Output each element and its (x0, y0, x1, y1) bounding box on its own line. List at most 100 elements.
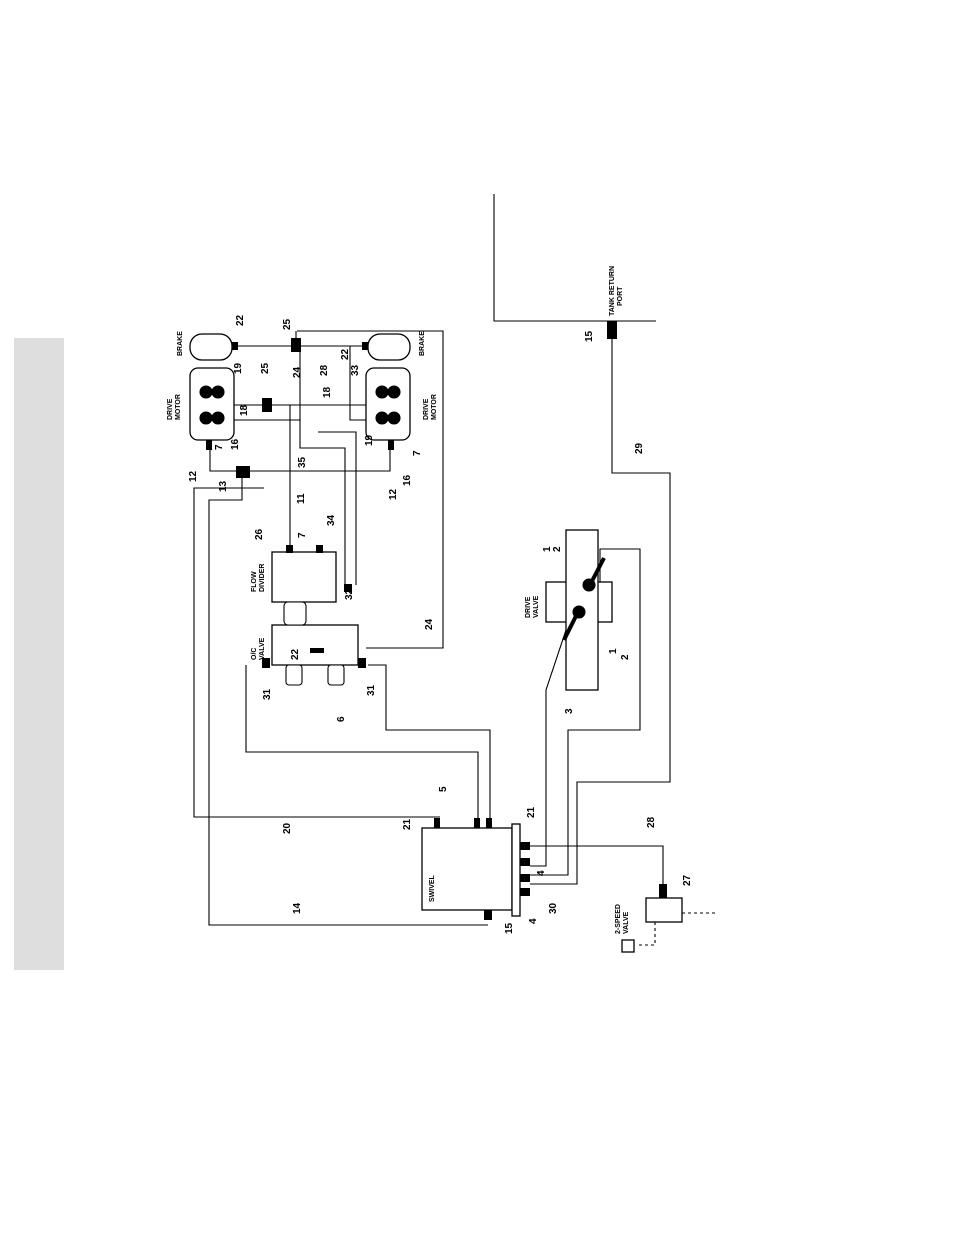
callout-7b: 7 (412, 450, 423, 456)
fitting-15b (484, 910, 492, 920)
label-tank-return-2: PORT (617, 286, 624, 306)
label-drive-valve-1: DRIVE (525, 596, 532, 618)
fitting-16b (388, 440, 394, 450)
label-two-speed-1: 2-SPEED (615, 904, 622, 934)
callout-24a: 24 (292, 366, 303, 378)
callout-3: 3 (564, 708, 575, 714)
callout-6: 6 (336, 716, 347, 722)
callout-19a: 19 (233, 362, 244, 374)
label-drive-motor-top-2: MOTOR (175, 394, 182, 420)
motor-top-port-1 (200, 386, 212, 398)
label-oc-valve-2: VALVE (259, 637, 266, 660)
fitting-7a (286, 545, 293, 553)
callout-25a: 25 (282, 318, 293, 330)
callout-29: 29 (634, 442, 645, 454)
callout-31b: 31 (366, 684, 377, 696)
label-drive-motor-bottom-1: DRIVE (423, 398, 430, 420)
callout-35: 35 (297, 456, 308, 468)
line-6a (246, 665, 478, 820)
fitting-30 (520, 874, 530, 882)
fitting-4b (520, 888, 530, 896)
callout-27: 27 (682, 874, 693, 886)
callout-19b: 19 (364, 434, 375, 446)
fitting-13 (236, 466, 250, 478)
fitting-22a (232, 342, 238, 350)
label-swivel: SWIVEL (429, 874, 436, 902)
callout-15b: 15 (504, 922, 515, 934)
solenoid-icon (622, 940, 634, 952)
flow-divider-body (272, 552, 336, 602)
fitting-16a (206, 440, 212, 450)
motor-bottom-port-3 (376, 412, 388, 424)
fitting-21a (434, 818, 440, 828)
callout-2a: 2 (552, 546, 563, 552)
callout-33: 33 (350, 364, 361, 376)
label-drive-motor-top-1: DRIVE (167, 398, 174, 420)
callout-30: 30 (548, 902, 559, 914)
drive-motor-bottom-body (366, 368, 410, 440)
coupling-fittings (284, 602, 306, 625)
callout-31a: 31 (262, 688, 273, 700)
callout-16b: 16 (402, 474, 413, 486)
callout-13: 13 (218, 480, 229, 492)
label-brake-bottom: BRAKE (419, 331, 426, 356)
callout-22b: 22 (340, 348, 351, 360)
label-two-speed-2: VALVE (623, 911, 630, 934)
callout-25b: 25 (260, 362, 271, 374)
callout-26: 26 (254, 528, 265, 540)
label-tank-return-1: TANK RETURN (609, 266, 616, 316)
callout-18b: 18 (322, 386, 333, 398)
label-oc-valve-1: O/C (251, 648, 258, 660)
label-flow-divider-2: DIVIDER (259, 564, 266, 592)
callout-34: 34 (326, 514, 337, 526)
label-drive-motor-bottom-2: MOTOR (431, 394, 438, 420)
callout-22c: 22 (290, 648, 301, 660)
callout-14: 14 (292, 902, 303, 914)
fitting-5a (474, 818, 480, 828)
motor-top-port-3 (200, 412, 212, 424)
drive-motor-top-body (190, 368, 234, 440)
callout-11: 11 (296, 493, 307, 504)
label-drive-valve-2: VALVE (533, 595, 540, 618)
callout-28a: 28 (319, 364, 330, 376)
callout-2b: 2 (620, 654, 631, 660)
callout-22a: 22 (235, 314, 246, 326)
callout-1b: 1 (608, 648, 619, 654)
fitting-15a (607, 321, 617, 339)
callout-12b: 12 (388, 488, 399, 500)
fitting-27 (659, 884, 667, 898)
callout-7c: 7 (297, 532, 308, 538)
fitting-4a (520, 858, 530, 866)
oc-valve-nut-2 (328, 665, 344, 685)
fitting-22b (362, 342, 368, 350)
motor-top-port-4 (212, 412, 224, 424)
line-28 (530, 846, 663, 884)
callout-28b: 28 (646, 816, 657, 828)
callout-7a: 7 (214, 444, 225, 450)
callout-16a: 16 (230, 438, 241, 450)
callout-18a: 18 (239, 404, 250, 416)
two-speed-valve-body (646, 898, 682, 922)
motor-top-port-2 (212, 386, 224, 398)
callout-24b: 24 (424, 618, 435, 630)
callout-21a: 21 (402, 818, 413, 830)
motor-bottom-port-2 (388, 386, 400, 398)
callout-12a: 12 (188, 470, 199, 482)
oc-valve-body (272, 625, 358, 665)
callout-20: 20 (282, 822, 293, 834)
fitting-25a (291, 338, 301, 352)
motor-bottom-port-1 (376, 386, 388, 398)
fitting-21b (520, 842, 530, 850)
fitting-7b (316, 545, 323, 553)
line-3 (530, 618, 570, 866)
callout-4a: 4 (536, 870, 547, 876)
oc-valve-nut-1 (286, 665, 302, 685)
fitting-5b (486, 818, 492, 828)
tank-outline (494, 194, 656, 321)
fitting-25b (262, 398, 272, 412)
fitting-22c (310, 648, 324, 653)
callout-4b: 4 (528, 918, 539, 924)
brake-bottom-body (368, 334, 410, 360)
brake-top-body (190, 334, 232, 360)
